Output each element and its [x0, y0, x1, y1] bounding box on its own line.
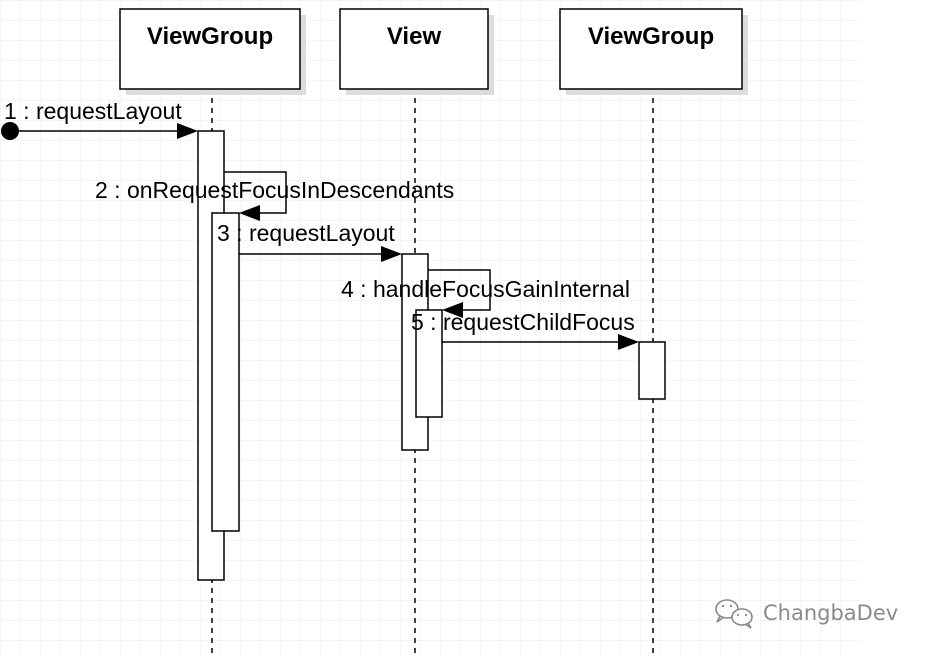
wechat-icon — [715, 599, 753, 629]
participant-label: ViewGroup — [147, 23, 273, 50]
participant-viewgroup-2: ViewGroup — [559, 8, 748, 95]
watermark-label: ChangbaDev — [763, 601, 898, 625]
message-label: 5 : requestChildFocus — [411, 309, 635, 335]
activation-bar — [638, 341, 666, 400]
message-2: 2 : onRequestFocusInDescendants — [95, 171, 454, 221]
participant-view: View — [339, 8, 494, 95]
arrowhead — [177, 123, 198, 139]
message-label: 4 : handleFocusGainInternal — [341, 276, 630, 302]
participant-viewgroup-1: ViewGroup — [119, 8, 306, 95]
message-label: 3 : requestLayout — [217, 220, 395, 246]
arrowhead — [381, 246, 402, 262]
message-label: 2 : onRequestFocusInDescendants — [95, 177, 454, 203]
message-3: 3 : requestLayout — [217, 220, 402, 262]
message-label: 1 : requestLayout — [4, 98, 182, 124]
watermark: ChangbaDev — [715, 599, 898, 629]
participant-label: View — [387, 23, 442, 50]
arrowhead — [618, 334, 639, 350]
message-1: 1 : requestLayout — [1, 98, 198, 140]
message-5: 5 : requestChildFocus — [411, 309, 639, 350]
message-4: 4 : handleFocusGainInternal — [341, 269, 630, 318]
activation-bar — [211, 212, 240, 532]
activation-bar — [415, 309, 443, 418]
participant-label: ViewGroup — [588, 23, 714, 50]
arrowhead — [239, 205, 260, 221]
arrowhead — [442, 302, 463, 318]
